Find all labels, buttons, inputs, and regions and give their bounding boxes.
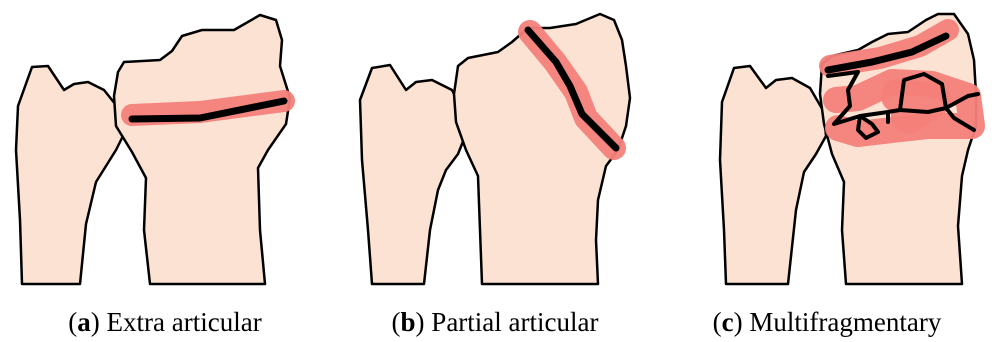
caption-c: (c) Multifragmentary — [662, 307, 992, 337]
caption-b-letter: b — [401, 307, 416, 337]
ulna-bone — [16, 66, 124, 284]
caption-b: (b) Partial articular — [330, 307, 660, 337]
panel-c: (c) Multifragmentary — [662, 0, 992, 342]
caption-b-label: Partial articular — [431, 307, 598, 337]
panel-b-illustration — [330, 0, 660, 300]
caption-c-label: Multifragmentary — [749, 307, 941, 337]
caption-a-letter: a — [77, 307, 91, 337]
panel-c-illustration — [662, 0, 992, 300]
caption-a: (a) Extra articular — [0, 307, 330, 337]
ulna-bone — [720, 66, 826, 284]
caption-a-label: Extra articular — [107, 307, 262, 337]
panel-a-illustration — [0, 0, 330, 300]
radius-bone — [114, 15, 290, 284]
panel-a: (a) Extra articular — [0, 0, 330, 342]
caption-c-letter: c — [722, 307, 734, 337]
ulna-bone — [360, 65, 466, 284]
panel-b: (b) Partial articular — [330, 0, 660, 342]
